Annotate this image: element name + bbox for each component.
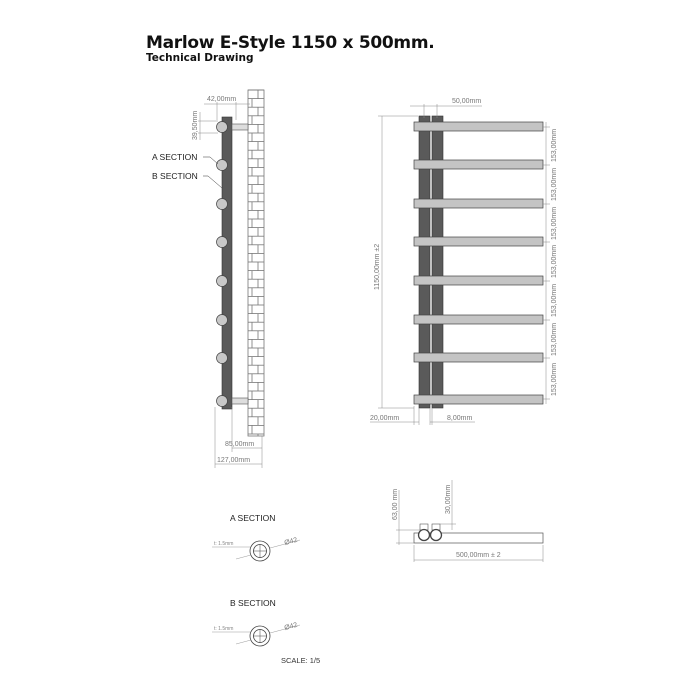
- dim-front-top: 50,00mm: [452, 98, 481, 105]
- dim-bar-spacing-4: 153,00mm: [551, 245, 558, 278]
- section-a-thickness: t: 1.5mm: [214, 541, 233, 547]
- dim-bar-spacing-1: 153,00mm: [551, 129, 558, 162]
- section-a-title: A SECTION: [230, 513, 275, 523]
- dim-front-left: 20,00mm: [370, 415, 399, 422]
- dim-side-width: 42,00mm: [207, 96, 236, 103]
- dim-bar-spacing-5: 153,00mm: [551, 284, 558, 317]
- dim-bar-spacing-3: 153,00mm: [551, 207, 558, 240]
- section-a: A SECTION t: 1.5mm Ø42: [212, 513, 301, 562]
- dim-top-width: 500,00mm ± 2: [456, 552, 501, 559]
- section-b-thickness: t: 1.5mm: [214, 626, 233, 632]
- front-rail-left: [418, 115, 431, 409]
- dim-front-gap: 8,00mm: [447, 415, 472, 422]
- dim-bar-spacing-7: 153,00mm: [551, 363, 558, 396]
- section-b: B SECTION t: 1.5mm Ø42: [212, 598, 301, 647]
- scale-label: SCALE: 1/5: [281, 656, 320, 665]
- brick-wall: [247, 89, 265, 437]
- dim-front-height: 1150,00mm ±2: [374, 244, 381, 290]
- wall-bracket-top: [231, 123, 249, 131]
- dim-side-top: 39,50mm: [192, 111, 199, 140]
- dim-bar-spacing-6: 153,00mm: [551, 323, 558, 356]
- wall-bracket-bottom: [231, 397, 249, 405]
- page-subtitle: Technical Drawing: [146, 52, 254, 64]
- label-b-section: B SECTION: [152, 171, 198, 181]
- front-view: 50,00mm 1150,00mm ±2 20,00mm 8,00mm 153,…: [370, 98, 558, 425]
- section-b-title: B SECTION: [230, 598, 276, 608]
- label-a-section: A SECTION: [152, 152, 197, 162]
- top-view: 63,00 mm 30,00mm 500,00mm ± 2: [392, 480, 544, 562]
- towel-bars: [413, 121, 544, 405]
- bar-ends: [216, 121, 228, 407]
- side-view: 42,00mm 39,50mm A SECTION B SECTION 85,0…: [152, 89, 265, 468]
- dim-wall-127: 127,00mm: [217, 457, 250, 464]
- page-title: Marlow E-Style 1150 x 500mm.: [146, 33, 435, 53]
- front-rail-right: [431, 115, 444, 409]
- section-a-diameter: Ø42: [284, 537, 299, 547]
- side-rail: [221, 116, 233, 410]
- dim-bar-spacing-2: 153,00mm: [551, 168, 558, 201]
- dim-top-63: 63,00 mm: [392, 489, 399, 520]
- dim-wall-85: 85,00mm: [225, 441, 254, 448]
- section-b-diameter: Ø42: [284, 622, 299, 632]
- dim-top-30: 30,00mm: [445, 485, 452, 514]
